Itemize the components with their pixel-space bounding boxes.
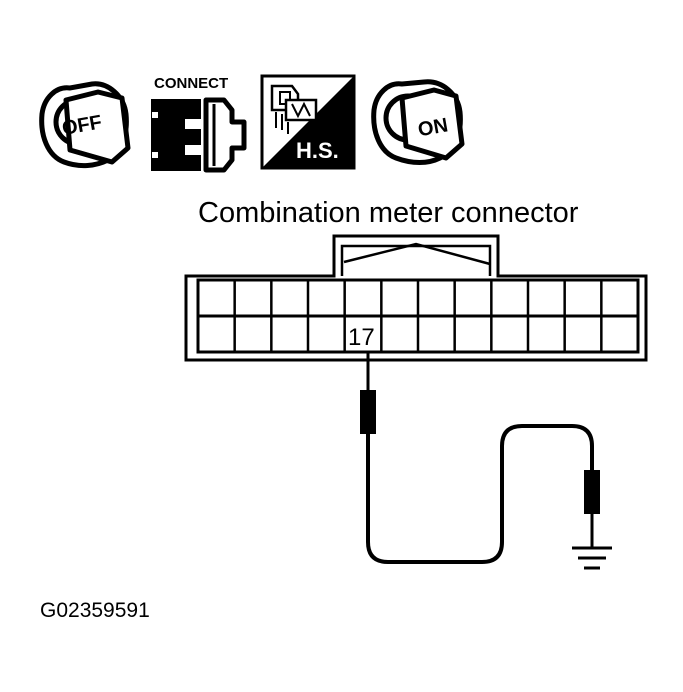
harness-label: H.S.	[296, 138, 339, 163]
ignition-key-on-icon: ON	[371, 79, 465, 165]
ignition-on-label: ON	[416, 114, 449, 141]
ignition-key-off-icon: OFF	[39, 81, 131, 169]
connector-title: Combination meter connector	[198, 197, 579, 229]
ground-icon	[572, 546, 612, 570]
connector-cavity-grid	[233, 280, 603, 352]
connect-label: CONNECT	[154, 75, 228, 92]
probe-handle-right	[584, 470, 600, 514]
combination-meter-connector: 17	[184, 234, 648, 362]
test-probe-lead	[360, 352, 600, 564]
figure-code: G02359591	[40, 599, 150, 622]
terminal-number: 17	[348, 324, 375, 351]
probe-handle-left	[360, 390, 376, 434]
harness-connector-icon: H.S.	[260, 74, 356, 170]
connect-icon: CONNECT	[151, 75, 247, 173]
